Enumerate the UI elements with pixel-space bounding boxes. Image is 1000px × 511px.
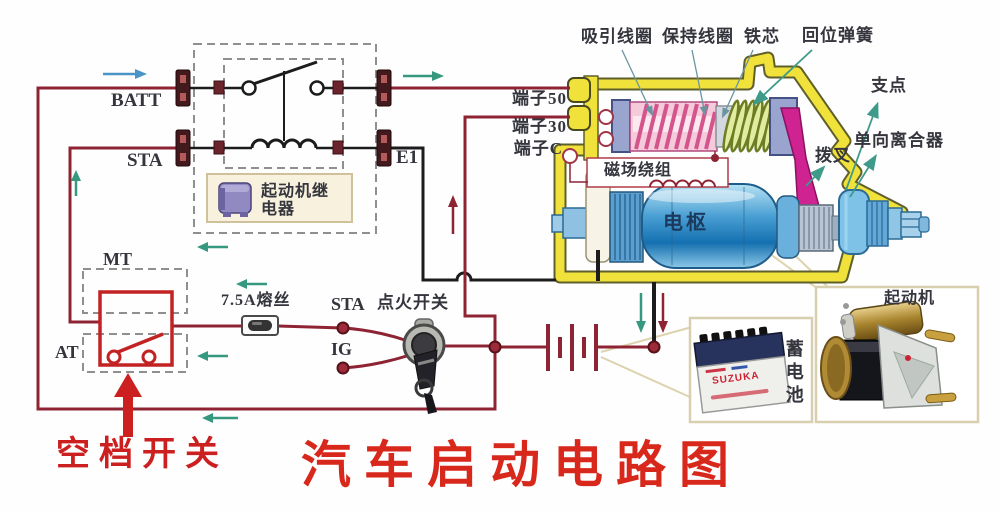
neutral-switch-arrow xyxy=(114,373,142,437)
label-shift-fork: 拨叉 xyxy=(815,146,851,165)
relay-contact xyxy=(309,80,325,96)
sta-connector xyxy=(175,129,191,167)
flow-arrows xyxy=(71,69,668,423)
e1-ground-wire xyxy=(391,146,556,282)
label-sta: STA xyxy=(127,150,163,171)
battery-photo xyxy=(693,326,791,414)
label-fuse: 7.5A熔丝 xyxy=(221,292,291,309)
teal-left-arrow xyxy=(197,242,228,252)
blue-right-arrow xyxy=(103,69,147,79)
red-down-arrow xyxy=(658,293,668,333)
label-return-spring: 回位弹簧 xyxy=(802,26,874,45)
relay-contact xyxy=(241,80,257,96)
battery-symbol xyxy=(546,324,598,371)
relay-out-connector xyxy=(376,69,392,107)
starter-housing xyxy=(553,51,909,284)
label-relay-caption-2: 电器 xyxy=(261,201,296,218)
at-dashed-box xyxy=(82,333,188,373)
neutral-switch-symbol xyxy=(98,290,174,367)
teal-left-arrow xyxy=(202,413,238,423)
relay-coil xyxy=(250,138,318,149)
fuse-symbol xyxy=(241,315,279,336)
teal-left-arrow xyxy=(236,279,267,289)
label-iron-core: 铁芯 xyxy=(744,27,780,46)
relay-caption-box xyxy=(206,173,353,223)
junction-dots xyxy=(336,109,661,375)
field-winding-box xyxy=(586,151,729,188)
armature-assembly xyxy=(551,169,930,269)
label-leaders xyxy=(621,49,879,198)
teal-up-arrow xyxy=(71,170,81,196)
label-terminal-50: 端子50 xyxy=(512,89,567,108)
label-at: AT xyxy=(55,342,79,362)
relay-dashed-box xyxy=(193,43,377,234)
solenoid-assembly xyxy=(611,97,820,228)
label-hold-coil: 保持线圈 xyxy=(662,27,734,46)
label-mt: MT xyxy=(103,249,132,269)
plunger-plate xyxy=(611,99,631,153)
label-armature: 电枢 xyxy=(663,212,709,234)
terminal-50-lug xyxy=(567,77,591,103)
wire-connectors xyxy=(175,69,392,167)
terminal-30-lug xyxy=(567,105,591,131)
label-terminal-30: 端子30 xyxy=(512,117,567,136)
label-ignition-switch: 点火开关 xyxy=(377,293,449,312)
label-attract-coil: 吸引线圈 xyxy=(581,27,653,46)
label-neutral-switch: 空档开关 xyxy=(56,436,228,473)
label-starter-photo: 起动机 xyxy=(884,290,936,307)
label-relay-caption-1: 起动机继 xyxy=(261,183,330,200)
dashed-boxes xyxy=(82,43,377,373)
one-way-clutch xyxy=(838,189,870,255)
mt-dashed-box xyxy=(82,268,188,314)
batt-connector xyxy=(175,69,191,107)
label-one-way-clutch: 单向离合器 xyxy=(854,131,944,150)
red-wires xyxy=(36,86,654,411)
ignition-key-icon xyxy=(402,318,446,414)
label-battery-photo: 蓄电池 xyxy=(783,339,804,408)
teal-down-arrow xyxy=(636,293,646,333)
e1-connector xyxy=(376,129,392,167)
label-batt: BATT xyxy=(111,90,162,111)
teal-left-arrow xyxy=(197,351,228,361)
teal-right-arrow xyxy=(403,71,444,81)
label-ignition-ig: IG xyxy=(331,339,353,359)
pinion-gear xyxy=(900,211,922,238)
label-ignition-sta: STA xyxy=(331,294,365,314)
relay-icon xyxy=(218,182,252,217)
starter-photo xyxy=(820,300,957,409)
page-title: 汽车启动电路图 xyxy=(301,437,742,493)
label-field-winding: 磁场绕组 xyxy=(604,162,673,179)
label-e1: E1 xyxy=(396,147,419,168)
label-pivot: 支点 xyxy=(871,76,907,95)
red-up-arrow xyxy=(448,195,458,234)
terminal-c-stud xyxy=(562,148,578,164)
label-terminal-c: 端子C xyxy=(513,139,563,158)
